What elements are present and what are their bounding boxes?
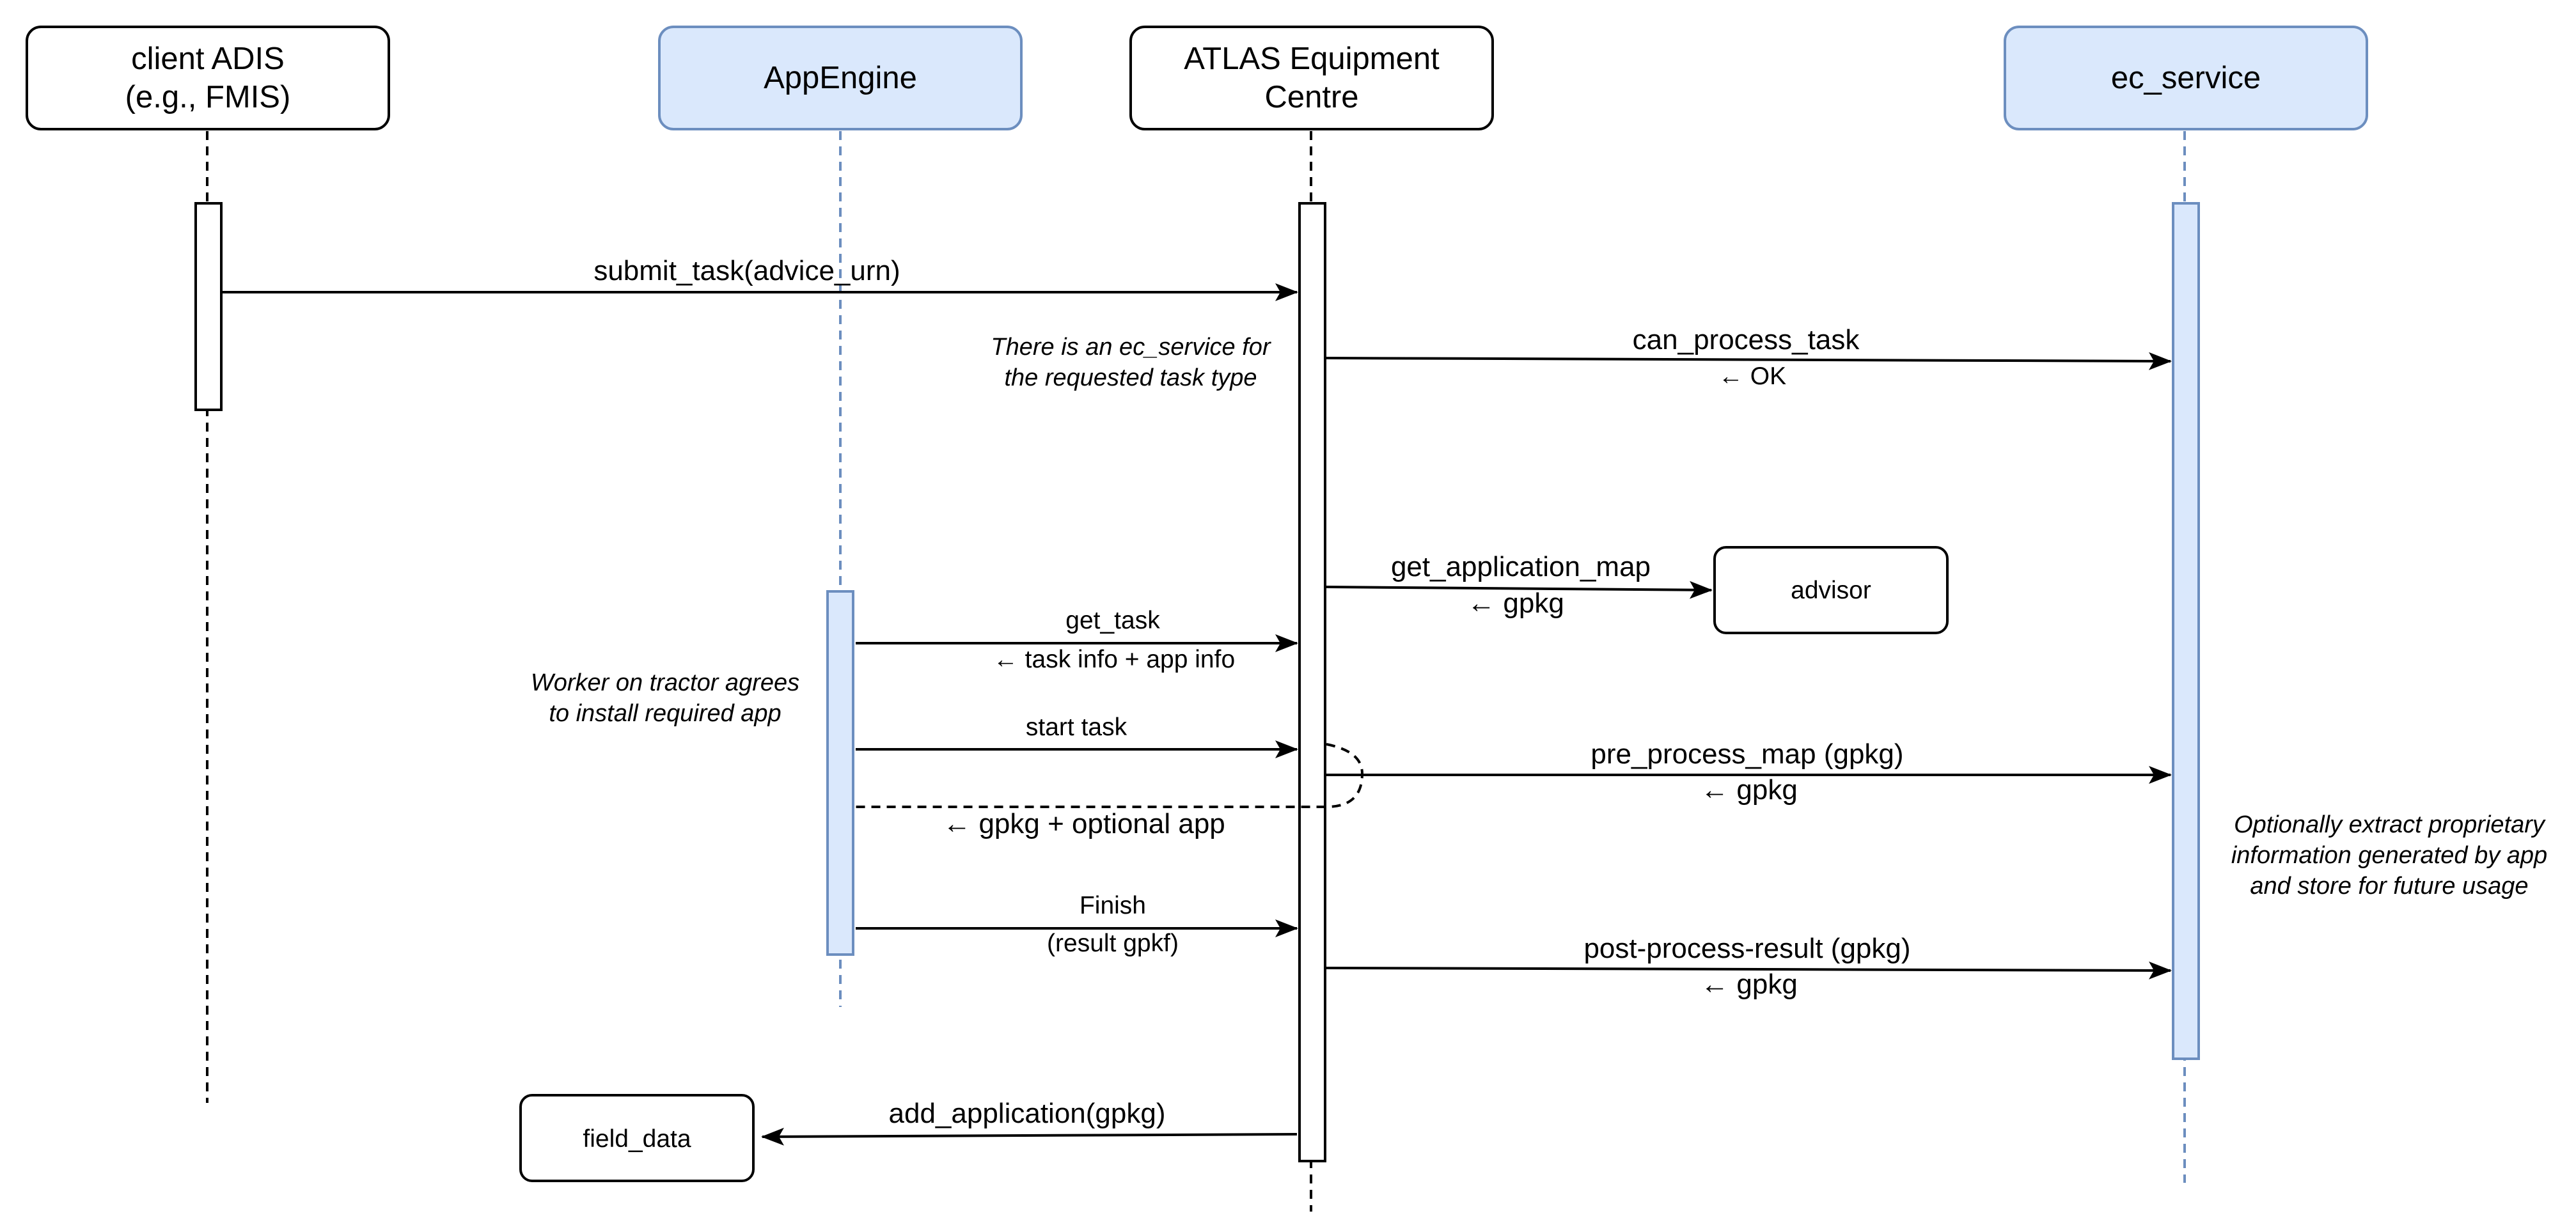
label-get-application-map-reply: ← gpkg — [1467, 588, 1564, 619]
label-finish-sub: (result gpkf) — [1047, 930, 1179, 957]
actor-client-title-1: client ADIS — [131, 42, 285, 76]
note-extract-line-3: and store for future usage — [2250, 873, 2528, 900]
actor-appengine-title: AppEngine — [764, 61, 917, 95]
arrow-post-process-result — [1326, 961, 2172, 979]
label-post-process-result: post-process-result (gpkg) — [1583, 933, 1910, 964]
activation-client — [194, 202, 223, 411]
advisor-box[interactable]: advisor — [1713, 546, 1949, 634]
label-pre-process-reply: ← gpkg — [1700, 774, 1798, 806]
actor-atlas-title-2: Centre — [1264, 80, 1358, 114]
activation-atlas — [1298, 202, 1326, 1162]
label-submit-task: submit_task(advice_urn) — [593, 255, 900, 286]
label-return-gpkg-app: ← gpkg + optional app — [943, 808, 1225, 839]
note-worker-line-1: Worker on tractor agrees — [531, 669, 799, 696]
arrow-get-application-map — [1326, 581, 1713, 599]
field-data-label: field_data — [583, 1125, 691, 1153]
label-start-task: start task — [1026, 714, 1127, 741]
note-extract-line-2: information generated by app — [2231, 842, 2547, 869]
note-ec-service-line-2: the requested task type — [1004, 364, 1257, 391]
activation-appengine — [826, 590, 854, 956]
actor-client[interactable]: client ADIS (e.g., FMIS) — [26, 26, 390, 130]
actor-client-title-2: (e.g., FMIS) — [125, 80, 291, 114]
label-post-process-reply: ← gpkg — [1700, 969, 1798, 1000]
actor-atlas-title-1: ATLAS Equipment — [1184, 42, 1440, 76]
field-data-box[interactable]: field_data — [519, 1094, 755, 1182]
note-worker-line-2: to install required app — [549, 700, 781, 727]
return-arc-gpkg-app — [856, 743, 1364, 808]
note-extract-line-1: Optionally extract proprietary — [2234, 811, 2546, 838]
arrow-can-process-task — [1326, 352, 2172, 370]
label-can-process-reply: ← OK — [1718, 363, 1786, 390]
activation-ec-service — [2172, 202, 2200, 1060]
label-get-task-reply: ← task info + app info — [993, 646, 1235, 673]
actor-appengine[interactable]: AppEngine — [658, 26, 1023, 130]
note-ec-service-line-1: There is an ec_service for — [991, 334, 1271, 361]
advisor-label: advisor — [1791, 577, 1871, 604]
actor-ec-service-title: ec_service — [2111, 61, 2261, 95]
arrow-add-application — [761, 1127, 1298, 1146]
label-finish: Finish — [1080, 892, 1146, 919]
label-pre-process-map: pre_process_map (gpkg) — [1590, 738, 1903, 770]
label-get-task: get_task — [1065, 607, 1160, 634]
actor-ec-service[interactable]: ec_service — [2004, 26, 2368, 130]
label-add-application: add_application(gpkg) — [889, 1098, 1166, 1129]
label-can-process-task: can_process_task — [1633, 324, 1860, 355]
actor-atlas[interactable]: ATLAS Equipment Centre — [1129, 26, 1494, 130]
label-get-application-map: get_application_map — [1391, 551, 1651, 582]
